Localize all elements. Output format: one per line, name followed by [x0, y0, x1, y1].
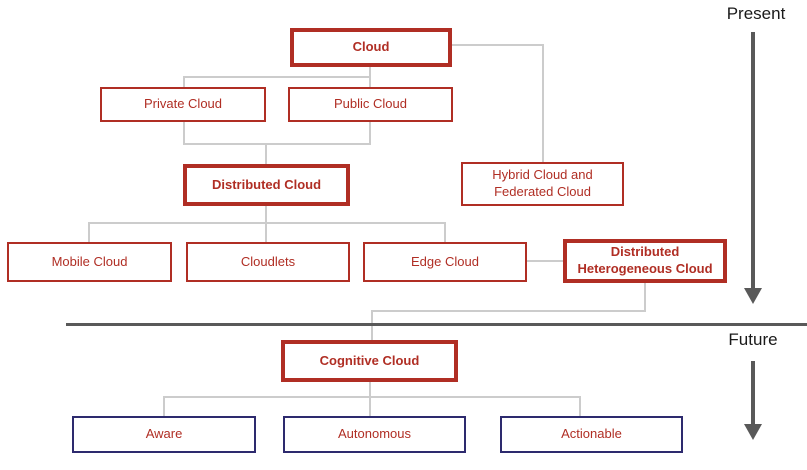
node-label: Aware: [145, 426, 183, 442]
connector-line: [183, 76, 371, 78]
node-private-cloud: Private Cloud: [100, 87, 266, 122]
node-distributed-cloud: Distributed Cloud: [183, 164, 350, 206]
connector-line: [579, 396, 581, 416]
node-label: Cloudlets: [240, 253, 296, 269]
present-arrow-line: [751, 32, 755, 290]
connector-line: [369, 67, 371, 77]
connector-line: [542, 44, 544, 162]
connector-line: [183, 122, 185, 144]
connector-line: [527, 260, 563, 262]
node-public-cloud: Public Cloud: [288, 87, 453, 122]
present-arrow-head: [744, 288, 762, 304]
node-label: Private Cloud: [143, 96, 223, 112]
future-label: Future: [728, 330, 778, 349]
node-mobile-cloud: Mobile Cloud: [7, 242, 172, 282]
node-label: Hybrid Cloud and Federated Cloud: [492, 167, 593, 199]
node-cloud: Cloud: [290, 28, 452, 67]
present-future-divider: [66, 323, 807, 326]
node-label: Cloud: [352, 39, 390, 55]
connector-line: [644, 282, 646, 311]
node-label: Distributed Heterogeneous Cloud: [577, 244, 713, 276]
node-label: Distributed Cloud: [211, 176, 322, 192]
connector-line: [444, 222, 446, 242]
node-label: Public Cloud: [334, 96, 407, 112]
node-distributed-heterogeneous-cloud: Distributed Heterogeneous Cloud: [563, 239, 727, 283]
future-arrow-line: [751, 361, 755, 426]
node-edge-cloud: Edge Cloud: [363, 242, 527, 282]
connector-line: [163, 396, 165, 416]
future-arrow-head: [744, 424, 762, 440]
connector-line: [369, 396, 371, 416]
node-label: Edge Cloud: [411, 253, 479, 269]
connector-line: [183, 76, 185, 87]
node-label: Autonomous: [338, 426, 411, 442]
node-actionable: Actionable: [500, 416, 683, 453]
node-cloudlets: Cloudlets: [186, 242, 350, 282]
node-label: Actionable: [561, 426, 622, 442]
node-hybrid-federated-cloud: Hybrid Cloud and Federated Cloud: [461, 162, 624, 206]
connector-line: [369, 122, 371, 144]
connector-line: [371, 310, 646, 312]
connector-line: [183, 143, 371, 145]
connector-line: [265, 206, 267, 223]
connector-line: [369, 76, 371, 87]
node-label: Mobile Cloud: [51, 253, 128, 269]
connector-line: [88, 222, 90, 242]
node-autonomous: Autonomous: [283, 416, 466, 453]
connector-line: [452, 44, 543, 46]
connector-line: [163, 396, 581, 398]
present-label: Present: [726, 4, 786, 23]
connector-line: [265, 222, 267, 242]
connector-line: [265, 143, 267, 164]
node-label: Cognitive Cloud: [319, 352, 420, 368]
connector-line: [369, 382, 371, 397]
node-aware: Aware: [72, 416, 256, 453]
node-cognitive-cloud: Cognitive Cloud: [281, 340, 458, 382]
